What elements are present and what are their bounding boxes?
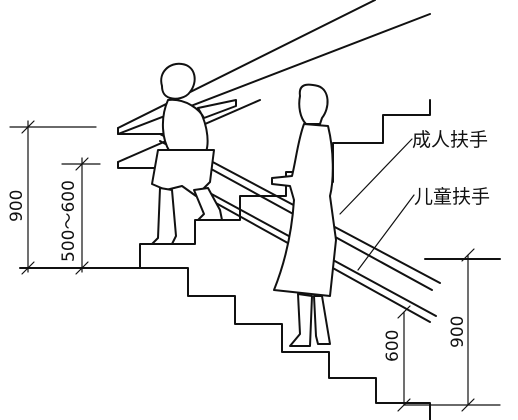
left-adult-height-dim: 900 [7,190,27,222]
adult-handrail-leader [339,138,413,215]
adult-handrail-label: 成人扶手 [412,129,488,151]
left-child-height-dim: 500～600 [59,180,79,262]
right-adult-height-dim: 900 [448,316,468,348]
left-dimensions [9,120,101,275]
adult-handrail-upper [117,0,376,129]
child-handrail-label: 儿童扶手 [414,186,490,208]
child-handrail-leader [357,194,415,271]
lower-stair-profile [19,267,431,420]
child-figure [151,62,237,245]
child-handrail-left-end [117,161,171,169]
right-child-height-dim: 600 [383,330,403,362]
adult-figure [271,83,337,347]
upper-stair-profile [332,99,431,183]
right-dimensions [397,248,501,412]
